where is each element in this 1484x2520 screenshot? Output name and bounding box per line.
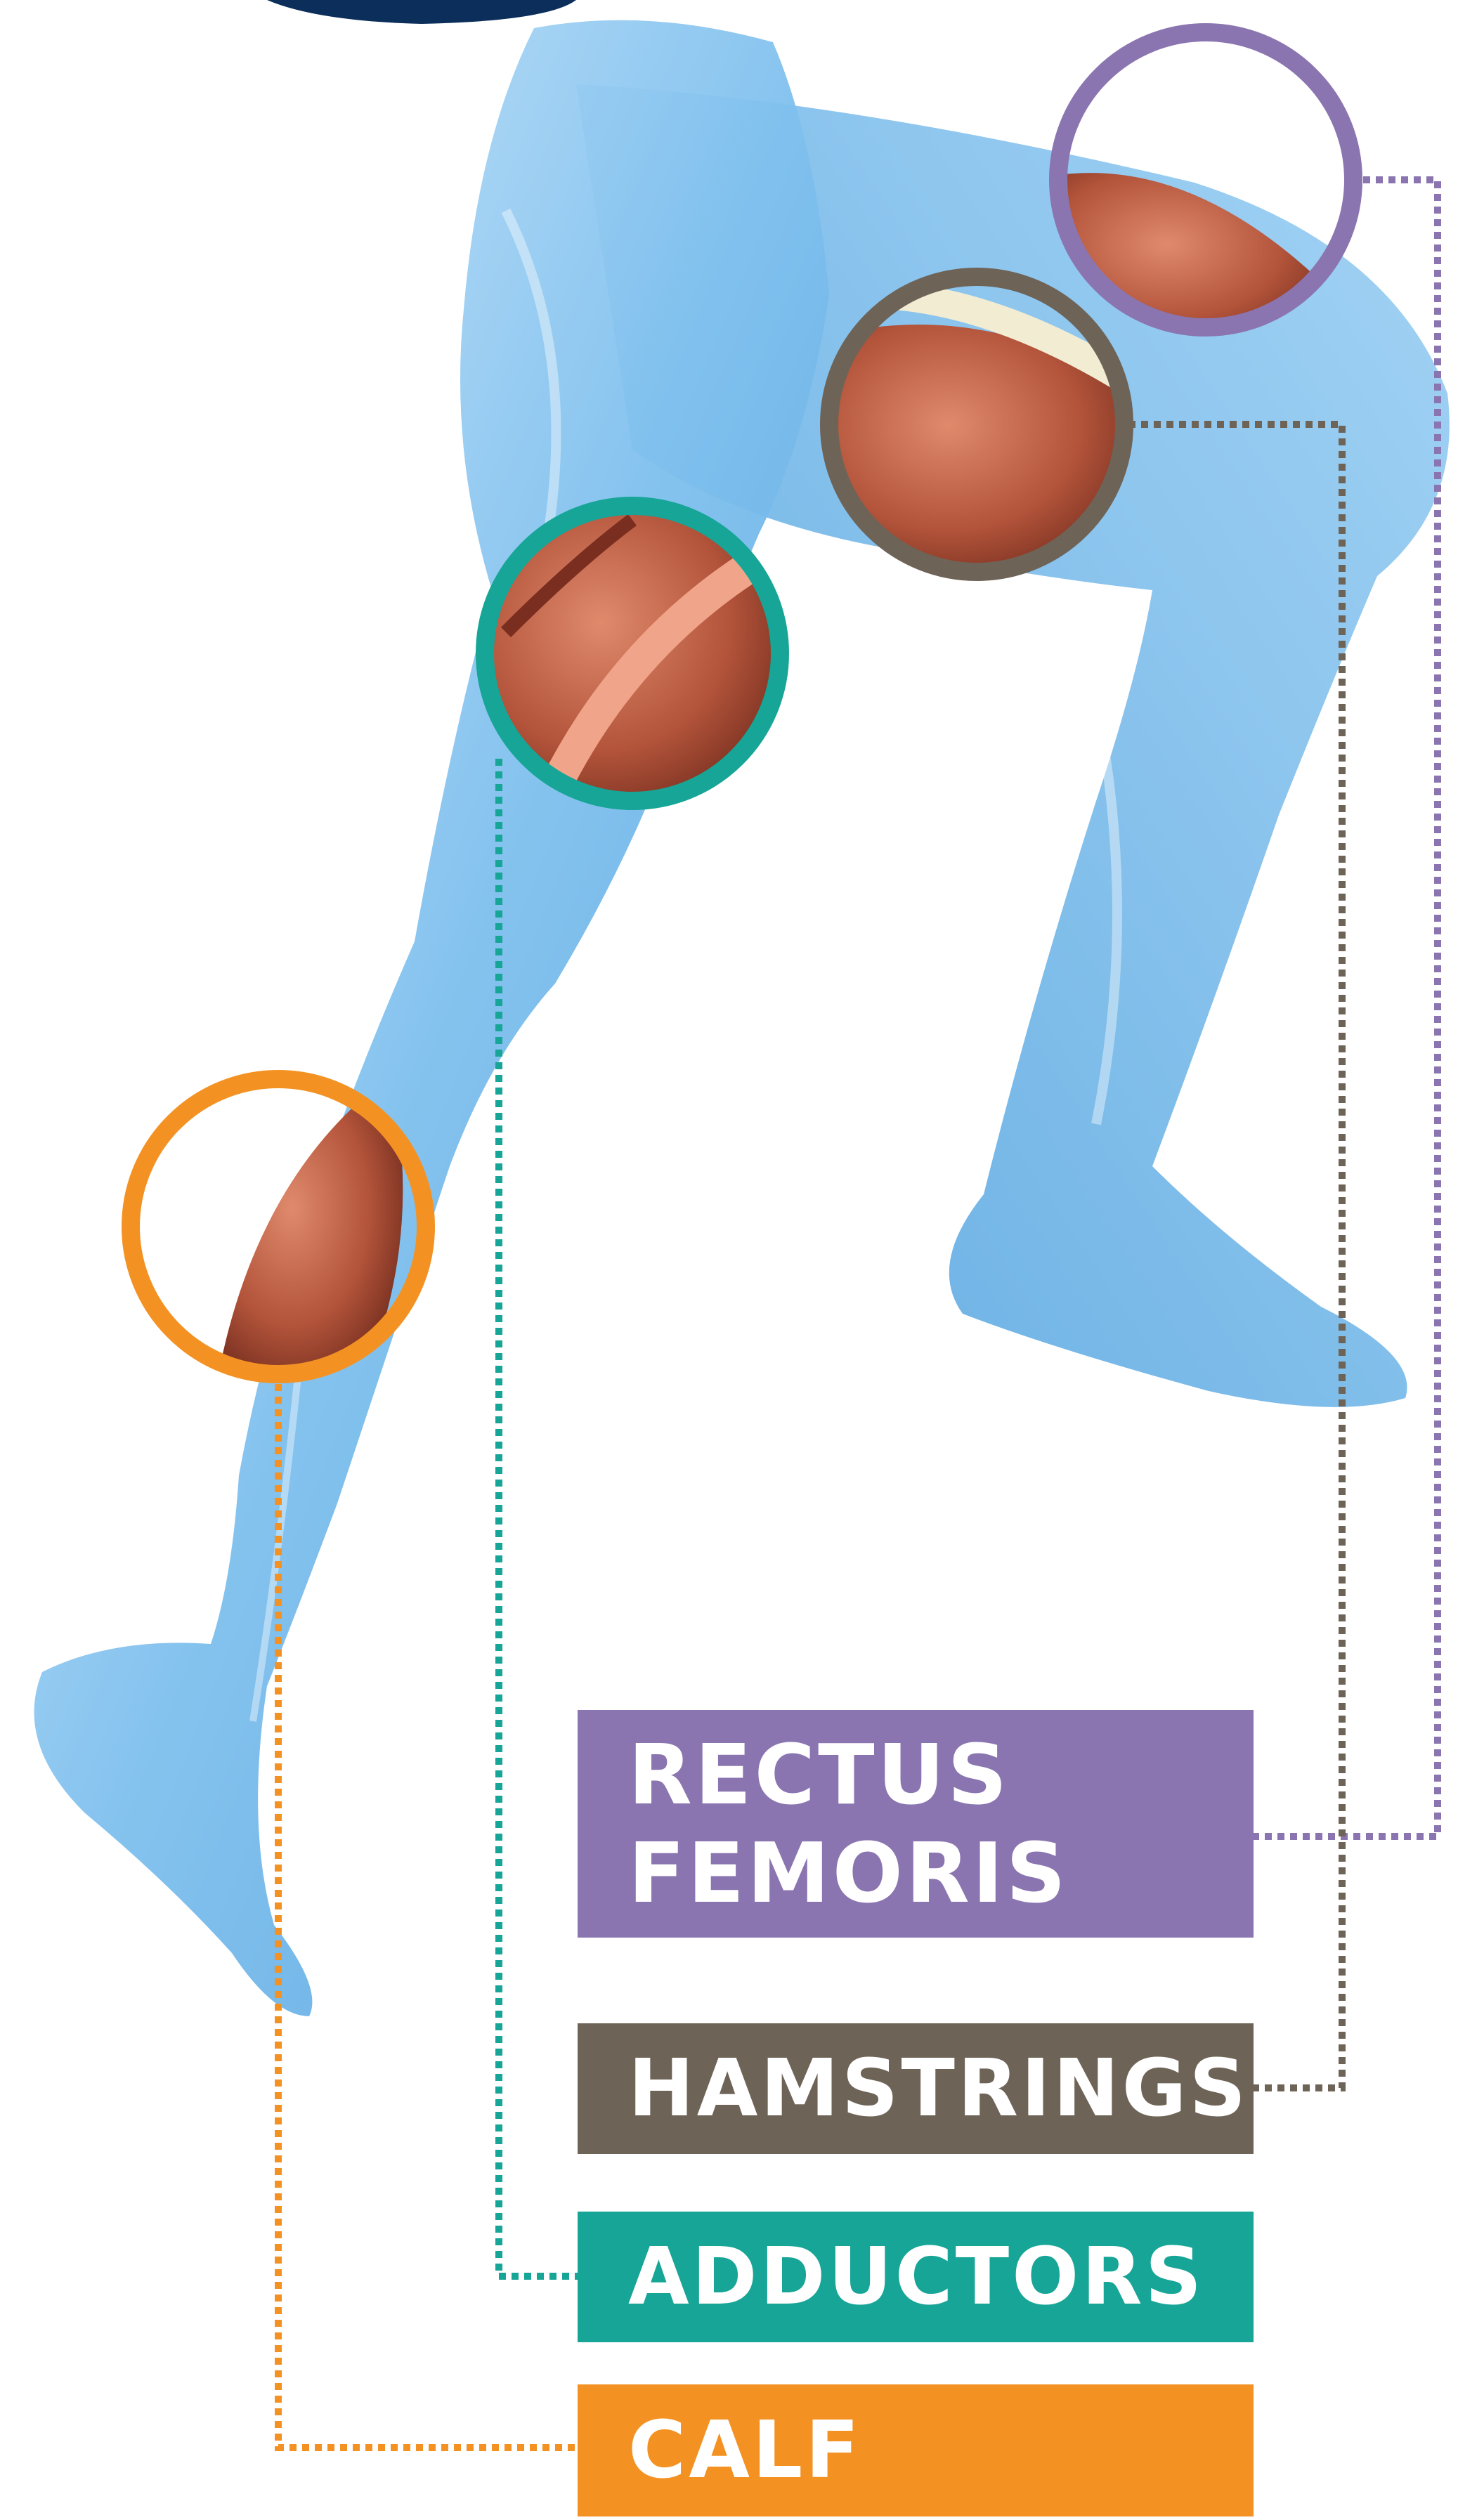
rectus-femoris-label: RECTUS FEMORIS: [578, 1710, 1254, 1938]
adductors-label: ADDUCTORS: [578, 2212, 1254, 2342]
hamstrings-label-text: HAMSTRINGS: [628, 2043, 1249, 2134]
hamstrings-label: HAMSTRINGS: [578, 2023, 1254, 2154]
rectus-femoris-label-line2: FEMORIS: [628, 1824, 1069, 1922]
calf-label-text: CALF: [628, 2405, 862, 2496]
header-shape: [267, 0, 576, 24]
rectus-femoris-label-line1: RECTUS: [628, 1725, 1010, 1824]
adductors-label-text: ADDUCTORS: [628, 2231, 1204, 2323]
calf-label: CALF: [578, 2384, 1254, 2516]
calf-connector: [278, 1384, 578, 2448]
